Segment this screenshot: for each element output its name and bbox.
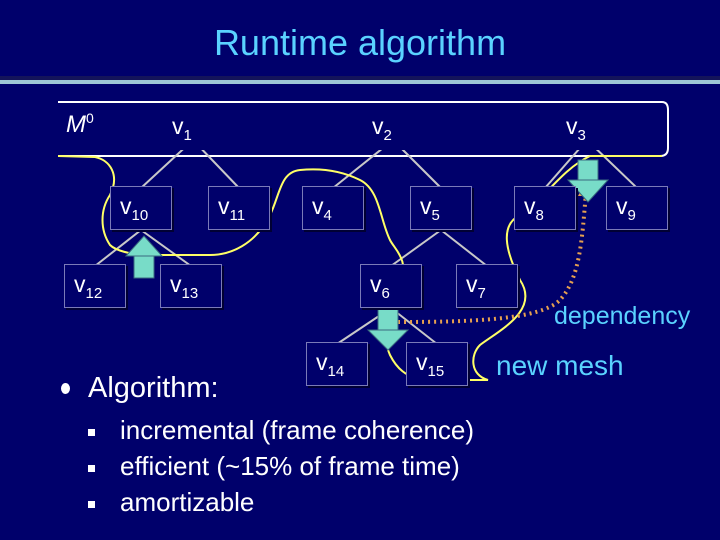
node-v6: v6 [360, 264, 422, 308]
algorithm-item: efficient (~15% of frame time) [86, 451, 474, 487]
new-mesh-curve [57, 155, 662, 381]
node-v15: v15 [406, 342, 468, 386]
algorithm-item: amortizable [86, 487, 474, 523]
algorithm-heading: Algorithm: [88, 372, 219, 404]
edge-v10-v13 [140, 229, 192, 267]
node-v3: v3 [556, 106, 618, 150]
bullet-dot [61, 383, 70, 394]
node-v8: v8 [514, 186, 576, 230]
arrow-v3-split [566, 159, 610, 203]
edge-v5-v6 [390, 229, 442, 267]
slide-title: Runtime algorithm [213, 22, 507, 63]
node-v1: v1 [162, 106, 224, 150]
edge-v6-v15 [390, 307, 438, 345]
arrow-v6-split [366, 307, 410, 351]
dependency-label: dependency [554, 302, 691, 330]
node-v4: v4 [302, 186, 364, 230]
title-rule-dark [0, 76, 720, 80]
node-v2: v2 [362, 106, 424, 150]
m0-boundary [58, 101, 669, 157]
edge-v5-v7 [440, 229, 488, 267]
node-v7: v7 [456, 264, 518, 308]
dependency-curve [397, 191, 588, 324]
mesh-m0-label: M0 [66, 110, 94, 138]
node-v13: v13 [160, 264, 222, 308]
node-v11: v11 [208, 186, 270, 230]
algorithm-list: incremental (frame coherence) efficient … [86, 415, 474, 523]
node-v10: v10 [110, 186, 172, 230]
node-v5: v5 [410, 186, 472, 230]
new-mesh-label: new mesh [496, 350, 624, 381]
node-v14: v14 [306, 342, 368, 386]
title-rule-light [0, 80, 720, 84]
arrow-v10-collapse [124, 235, 164, 279]
node-v12: v12 [64, 264, 126, 308]
algorithm-item: incremental (frame coherence) [86, 415, 474, 451]
edge-v10-v12 [94, 229, 142, 267]
node-v9: v9 [606, 186, 668, 230]
